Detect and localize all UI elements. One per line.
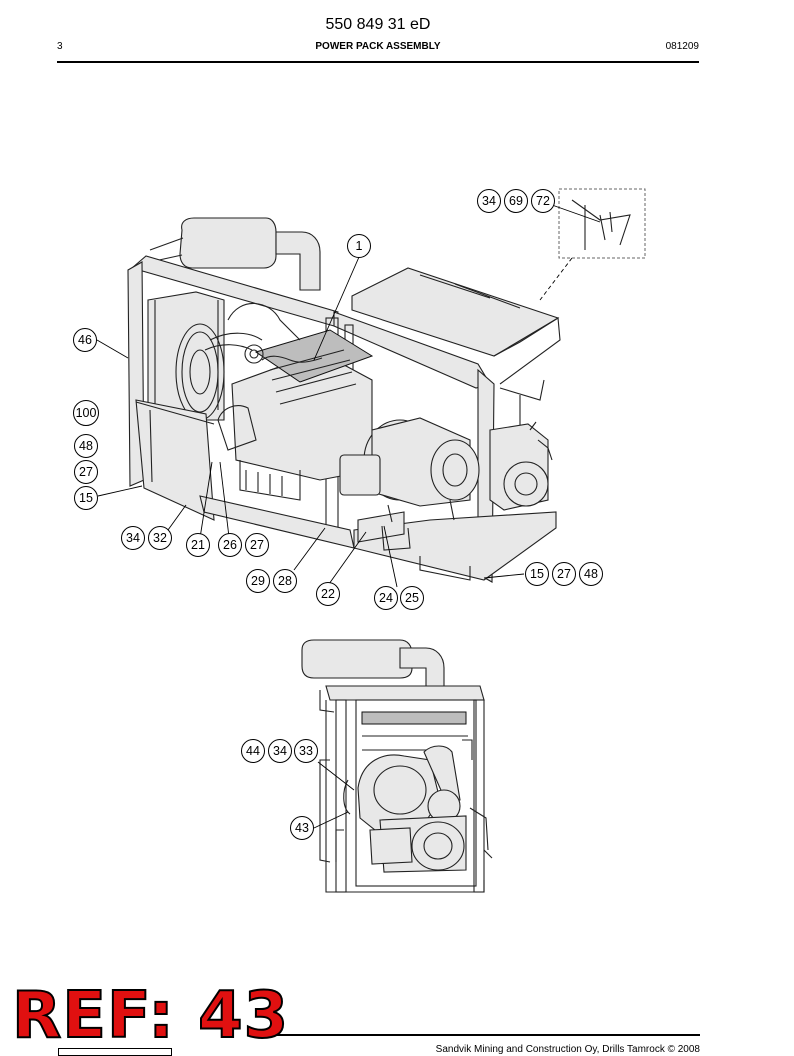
callout-28: 28 — [278, 574, 292, 588]
callout-34: 34 — [273, 744, 287, 758]
callout-32: 32 — [153, 531, 167, 545]
callout-21: 21 — [191, 538, 205, 552]
callout-1: 1 — [356, 239, 363, 253]
header-rule — [57, 61, 699, 63]
footer-rule — [270, 1034, 700, 1036]
callout-100: 100 — [76, 406, 97, 420]
date-code: 081209 — [665, 41, 699, 52]
document-number: 550 849 31 eD — [325, 16, 431, 33]
callout-34: 34 — [482, 194, 496, 208]
callout-48: 48 — [584, 567, 598, 581]
callout-34: 34 — [126, 531, 140, 545]
callout-15: 15 — [79, 491, 93, 505]
lower-assembly-view — [301, 639, 493, 893]
page-number: 3 — [57, 41, 63, 52]
callout-33: 33 — [299, 744, 313, 758]
page-title: POWER PACK ASSEMBLY — [315, 41, 441, 52]
callout-27: 27 — [557, 567, 571, 581]
main-assembly-view — [96, 188, 646, 588]
callout-22: 22 — [321, 587, 335, 601]
callout-43: 43 — [295, 821, 309, 835]
callout-46: 46 — [78, 333, 92, 347]
callout-15: 15 — [530, 567, 544, 581]
callout-29: 29 — [251, 574, 265, 588]
callout-24: 24 — [379, 591, 393, 605]
callout-48: 48 — [79, 439, 93, 453]
main-callouts: 34 69 72 1 46 100 48 27 15 34 32 21 26 2… — [73, 189, 603, 610]
callout-27: 27 — [250, 538, 264, 552]
ref-stamp: REF: 43 — [11, 979, 290, 1053]
callout-69: 69 — [509, 194, 523, 208]
callout-27: 27 — [79, 465, 93, 479]
callout-26: 26 — [223, 538, 237, 552]
footer-copyright: Sandvik Mining and Construction Oy, Dril… — [435, 1044, 700, 1055]
callout-72: 72 — [536, 194, 550, 208]
lower-callouts: 44 34 33 43 — [241, 739, 318, 840]
callout-25: 25 — [405, 591, 419, 605]
callout-44: 44 — [246, 744, 260, 758]
